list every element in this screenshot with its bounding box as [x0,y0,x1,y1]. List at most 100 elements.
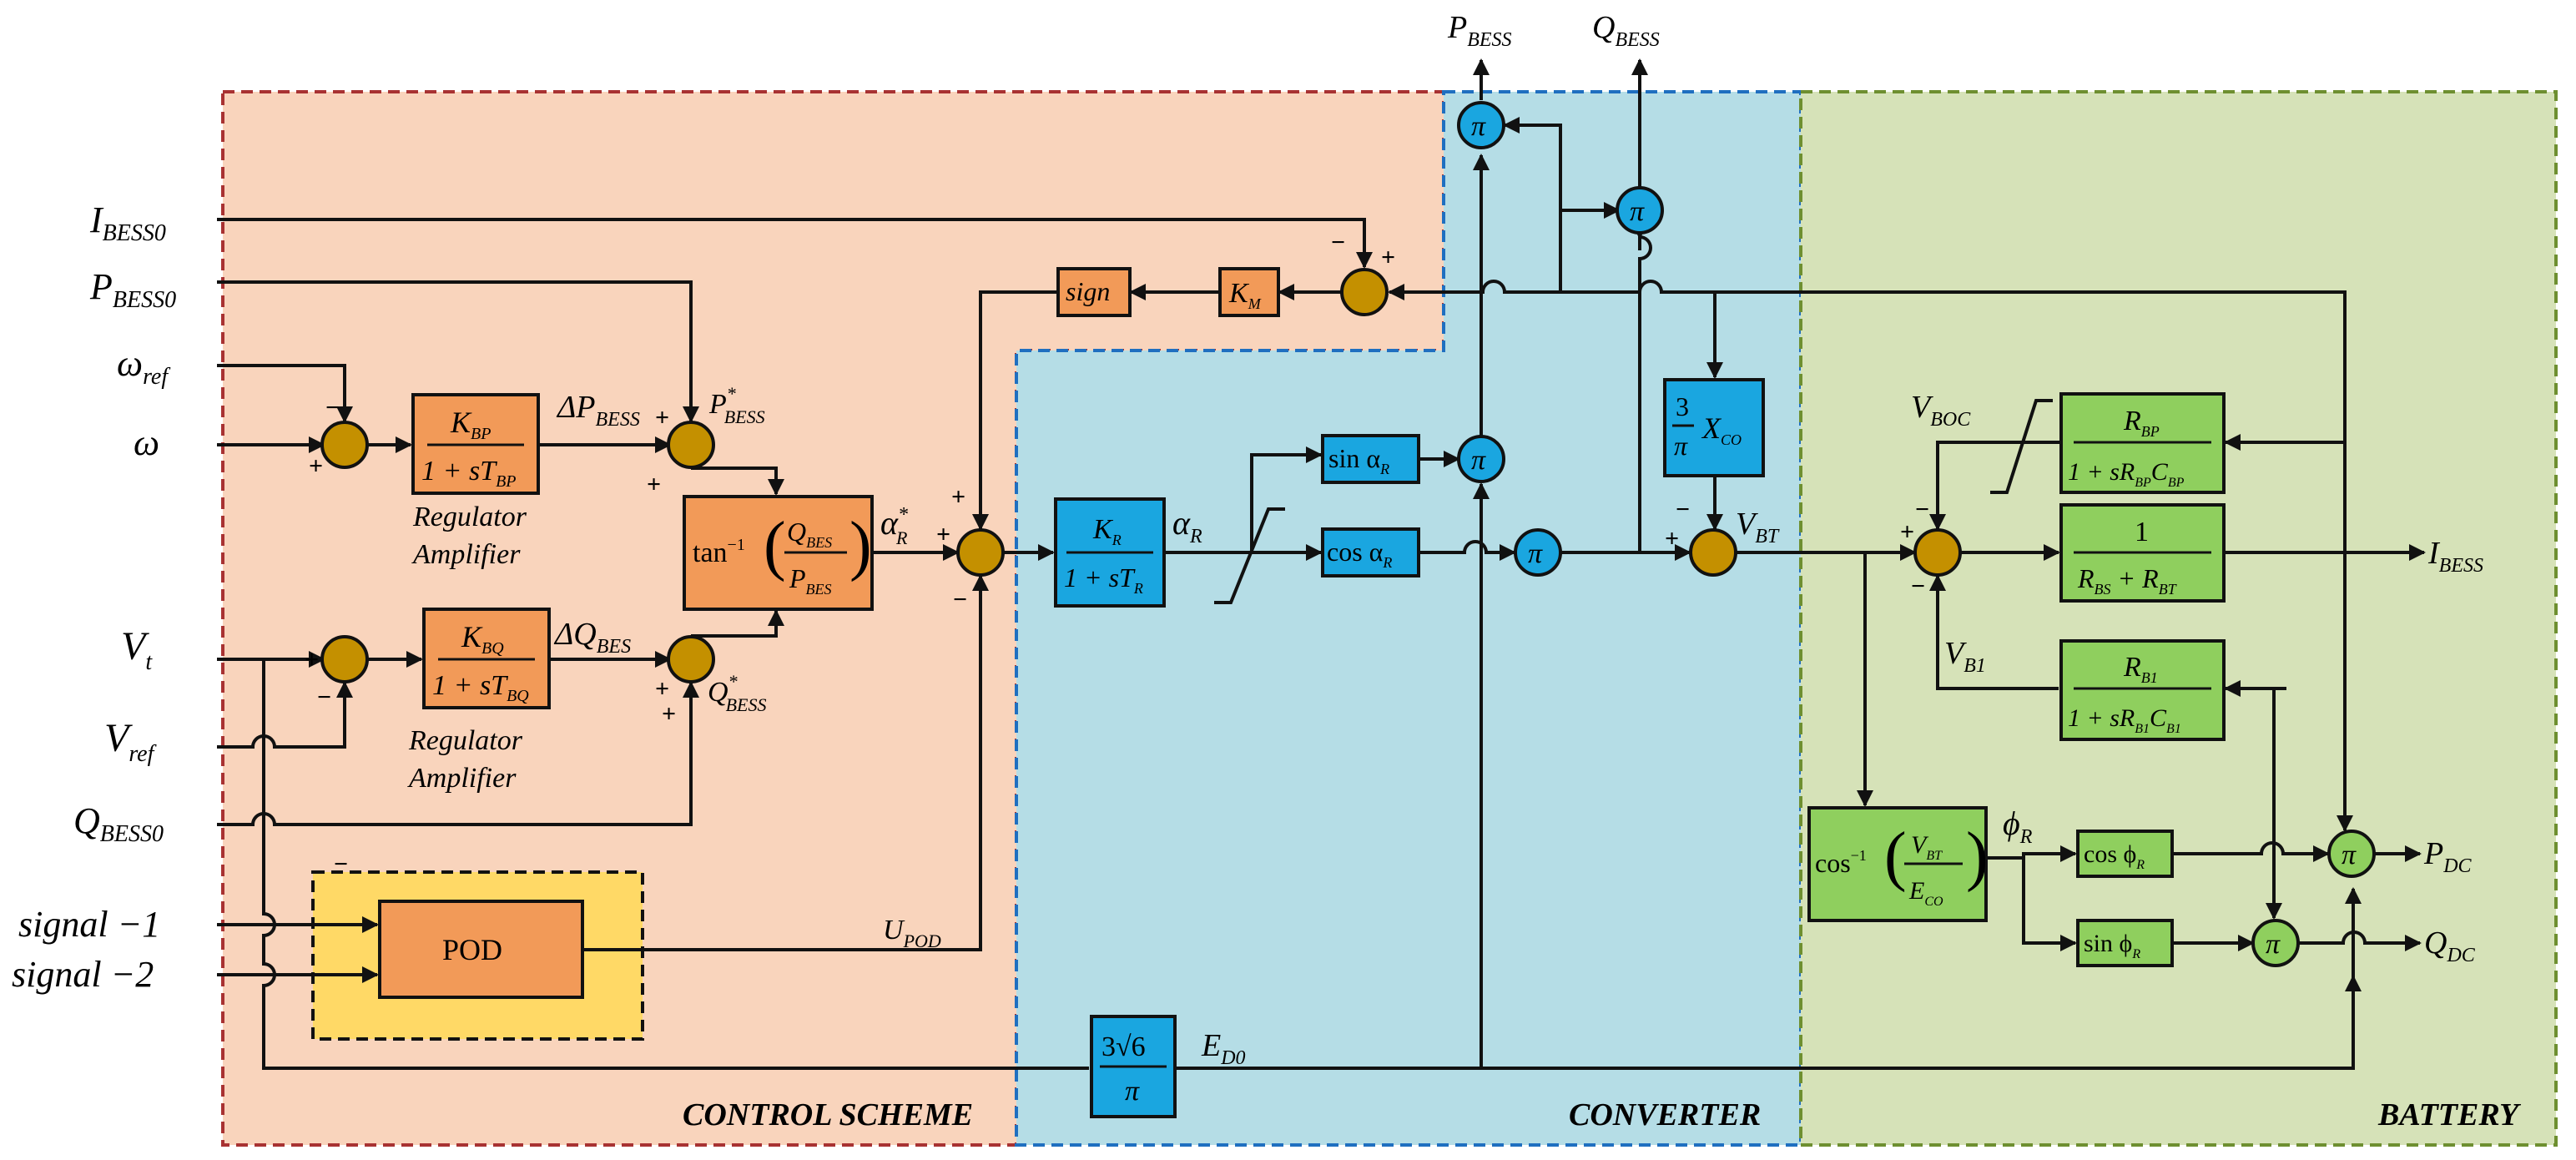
region-backgrounds [221,90,2558,1147]
svg-text:−: − [1676,496,1690,523]
svg-text:VBT: VBT [1736,507,1780,547]
svg-text:+: + [655,675,669,703]
summer-q-star [667,635,715,683]
multiplier-p-bess [1457,101,1505,149]
svg-text:+: + [305,646,319,673]
svg-text:ΔQBES: ΔQBES [553,617,631,658]
svg-text:π: π [2342,840,2357,870]
svg-text:ECO: ECO [1908,877,1943,909]
svg-text:−: − [1911,572,1925,600]
multiplier-p-dc [2327,830,2376,878]
kbp-block: KBP 1 + sTBP [411,393,540,495]
svg-text:RB1: RB1 [2123,652,2158,686]
svg-text:1 + sRB1CB1: 1 + sRB1CB1 [2068,704,2181,736]
reg-amp-2b: Amplifier [407,763,517,794]
svg-text:π: π [1630,196,1645,227]
arccos-block: cos−1 ( ) VBT ECO [1807,806,1989,922]
svg-text:tan−1: tan−1 [693,536,745,568]
signal-labels: ΔPBESS P*BESS ΔQBES Q*BESS α*R αR UPOD V… [553,383,2033,1069]
input-vt: Vt [121,624,153,675]
svg-text:+: + [936,521,950,548]
multipliers [1457,101,2376,967]
ed0-block: 3√6 π [1090,1015,1177,1118]
svg-text:QBES: QBES [787,517,832,551]
svg-text:1 + sTBP: 1 + sTBP [421,456,517,491]
svg-text:cos−1: cos−1 [1815,847,1867,878]
svg-text:): ) [849,509,872,583]
input-vref: Vref [104,716,157,767]
svg-text:1 + sTBQ: 1 + sTBQ [432,670,529,705]
svg-text:(: ( [764,509,786,583]
summer-vt [320,635,369,683]
summer-p-star [667,421,715,469]
summer-junctions [320,268,1962,683]
reg-amp-2a: Regulator [408,725,523,756]
input-labels: IBESS0 PBESS0 ωref ω Vt Vref QBESS0 sign… [12,199,176,995]
svg-text:sin αR: sin αR [1328,443,1389,477]
svg-text:ED0: ED0 [1201,1028,1246,1069]
svg-text:+: + [309,452,323,480]
svg-text:−: − [1331,229,1345,256]
svg-text:cos αR: cos αR [1327,537,1392,571]
svg-text:POD: POD [442,933,502,966]
svg-text:XCO: XCO [1701,411,1742,448]
svg-text:sin ϕR: sin ϕR [2084,930,2140,961]
svg-text:+: + [662,700,676,728]
svg-text:+: + [1665,525,1679,552]
svg-text:(: ( [1884,820,1907,893]
svg-text:π: π [2266,929,2281,960]
input-signal-2: signal −2 [12,954,154,995]
svg-text:ϕR: ϕR [2003,804,2033,848]
output-p-bess: PBESS [1447,10,1512,51]
km-block: KM [1218,267,1280,317]
svg-text:KR: KR [1092,514,1122,548]
summer-omega [320,421,369,469]
svg-text:π: π [1471,445,1486,476]
output-q-bess: QBESS [1592,10,1660,51]
svg-text:π: π [1471,111,1486,142]
rbp-block: RBP 1 + sRBPCBP [2059,392,2226,494]
svg-text:Q*BESS: Q*BESS [708,671,766,715]
summer-ibess [1340,268,1389,316]
svg-text:1: 1 [2135,517,2149,547]
multiplier-sin [1457,435,1505,483]
svg-text:cos ϕR: cos ϕR [2084,840,2145,872]
rb1-block: RB1 1 + sRB1CB1 [2059,639,2226,741]
svg-text:π: π [1674,431,1688,461]
svg-text:3: 3 [1676,391,1689,421]
output-p-dc: PDC [2423,836,2473,877]
svg-text:−: − [325,394,340,421]
svg-text:VB1: VB1 [1944,636,1986,677]
svg-text:+: + [655,404,669,431]
svg-text:π: π [1125,1076,1140,1107]
input-p-bess0: PBESS0 [89,266,176,313]
battery-region [1799,90,2558,1147]
svg-text:+: + [1381,244,1395,271]
kr-block: KR 1 + sTR [1054,497,1166,608]
pod-block: POD [378,900,584,999]
input-i-bess0: IBESS0 [89,199,166,246]
sign-block: sign [1056,267,1132,317]
signal-wires [217,58,2426,1070]
svg-text:RBP: RBP [2123,406,2160,440]
svg-text:1 + sTR: 1 + sTR [1064,562,1143,597]
multiplier-q-dc [2251,919,2300,967]
sin-alpha-block: sin αR [1321,434,1420,484]
svg-text:−: − [317,683,331,711]
svg-text:ΔPBESS: ΔPBESS [556,390,640,431]
svg-text:VBT: VBT [1911,831,1943,863]
svg-text:P*BESS: P*BESS [708,383,765,427]
output-q-dc: QDC [2424,925,2476,966]
output-i-bess: IBESS [2427,536,2483,577]
svg-text:): ) [1966,820,1989,893]
svg-text:3√6: 3√6 [1101,1031,1146,1062]
battery-label: BATTERY [2377,1097,2522,1132]
cos-phi-block: cos ϕR [2076,830,2174,878]
summer-alpha [956,528,1005,577]
input-q-bess0: QBESS0 [73,800,164,847]
rbs-rbt-block: 1 RBS + RBT [2059,503,2226,603]
multiplier-cos [1514,528,1562,577]
cos-alpha-block: cos αR [1321,527,1420,577]
summer-vbt [1689,528,1737,577]
